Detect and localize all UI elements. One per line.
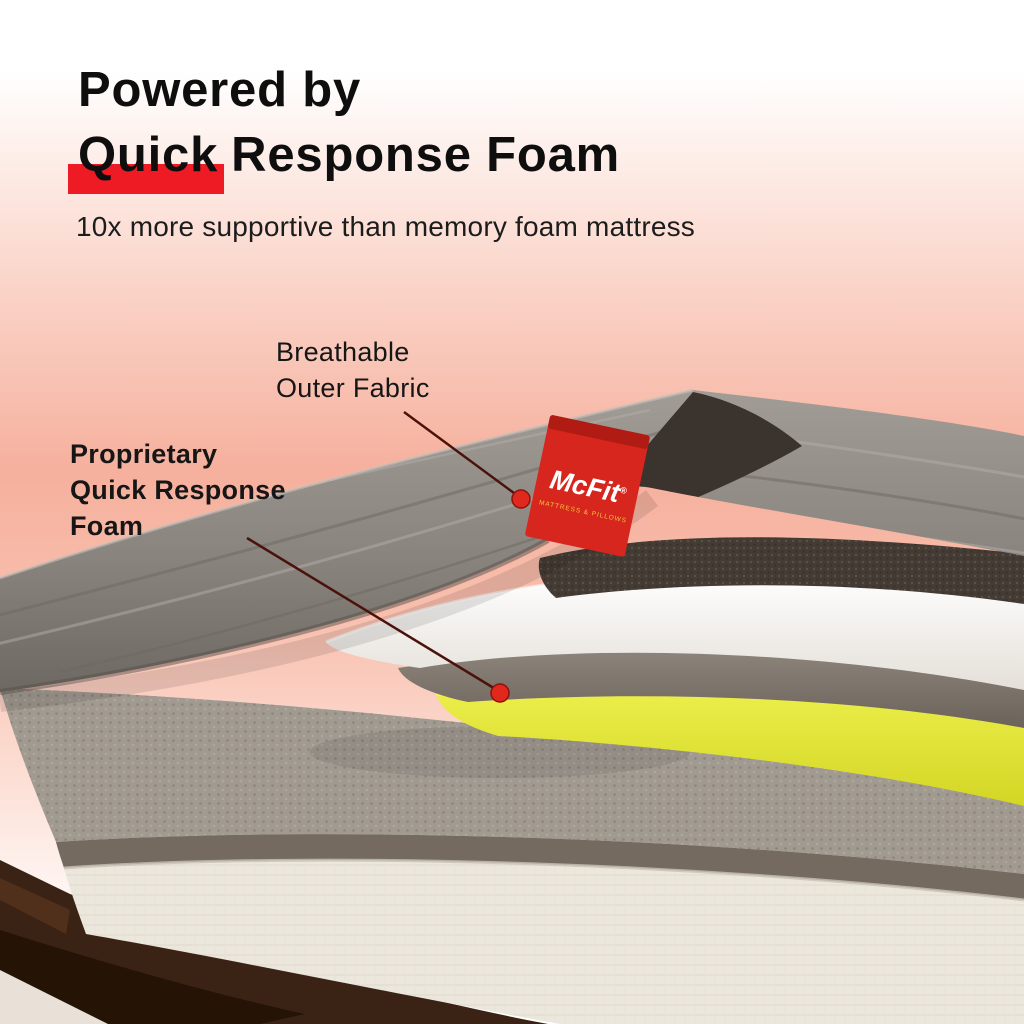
- callout-line-foam: [246, 536, 498, 692]
- white-foam-layer: [326, 572, 1024, 690]
- cover-drape-edge: [0, 537, 550, 695]
- callout-pointers: [246, 410, 531, 703]
- foam-layers: [325, 537, 1024, 806]
- bed-frame: [0, 860, 548, 1024]
- yellow-foam-layer: [436, 676, 1024, 806]
- wood-board-shadow: [0, 930, 305, 1024]
- headline-highlighted-word: Quick: [67, 123, 225, 194]
- headline-line1: Powered by: [78, 63, 362, 117]
- label-foam-line3: Foam: [70, 511, 144, 541]
- gray-layer: [398, 649, 1024, 728]
- brand-reg-mark: ®: [619, 485, 628, 496]
- wood-board-highlight: [0, 878, 70, 934]
- base-mattress: [0, 688, 1024, 1024]
- floor: [0, 970, 108, 1024]
- brand-tag-fold: [548, 415, 650, 449]
- label-foam-line1: Proprietary: [70, 439, 218, 469]
- callout-dot-fabric: [511, 489, 531, 509]
- base-edge-highlight: [63, 858, 1024, 902]
- callout-line-fabric: [403, 410, 519, 498]
- label-foam-line2: Quick Response: [70, 475, 286, 505]
- base-front-rim: [56, 834, 1024, 900]
- cover-fabric: [0, 390, 1024, 692]
- base-front-face: [64, 860, 1024, 1024]
- headline-line2-rest: Response Foam: [231, 127, 621, 182]
- inner-mesh-layer: [538, 537, 1024, 604]
- label-fabric-line2: Outer Fabric: [276, 373, 430, 403]
- subtitle: 10x more supportive than memory foam mat…: [76, 211, 696, 243]
- label-fabric-line1: Breathable: [276, 337, 410, 367]
- brand-tag-body: [525, 415, 650, 557]
- base-top-mesh: [0, 688, 1024, 874]
- cover-ridge-highlight: [0, 388, 694, 580]
- label-breathable-outer-fabric: Breathable Outer Fabric: [276, 334, 430, 406]
- callout-dot-foam: [490, 683, 510, 703]
- brand-tag: McFit® MATTRESS & PILLOWS: [525, 415, 650, 557]
- label-proprietary-qr-foam: Proprietary Quick Response Foam: [70, 436, 286, 544]
